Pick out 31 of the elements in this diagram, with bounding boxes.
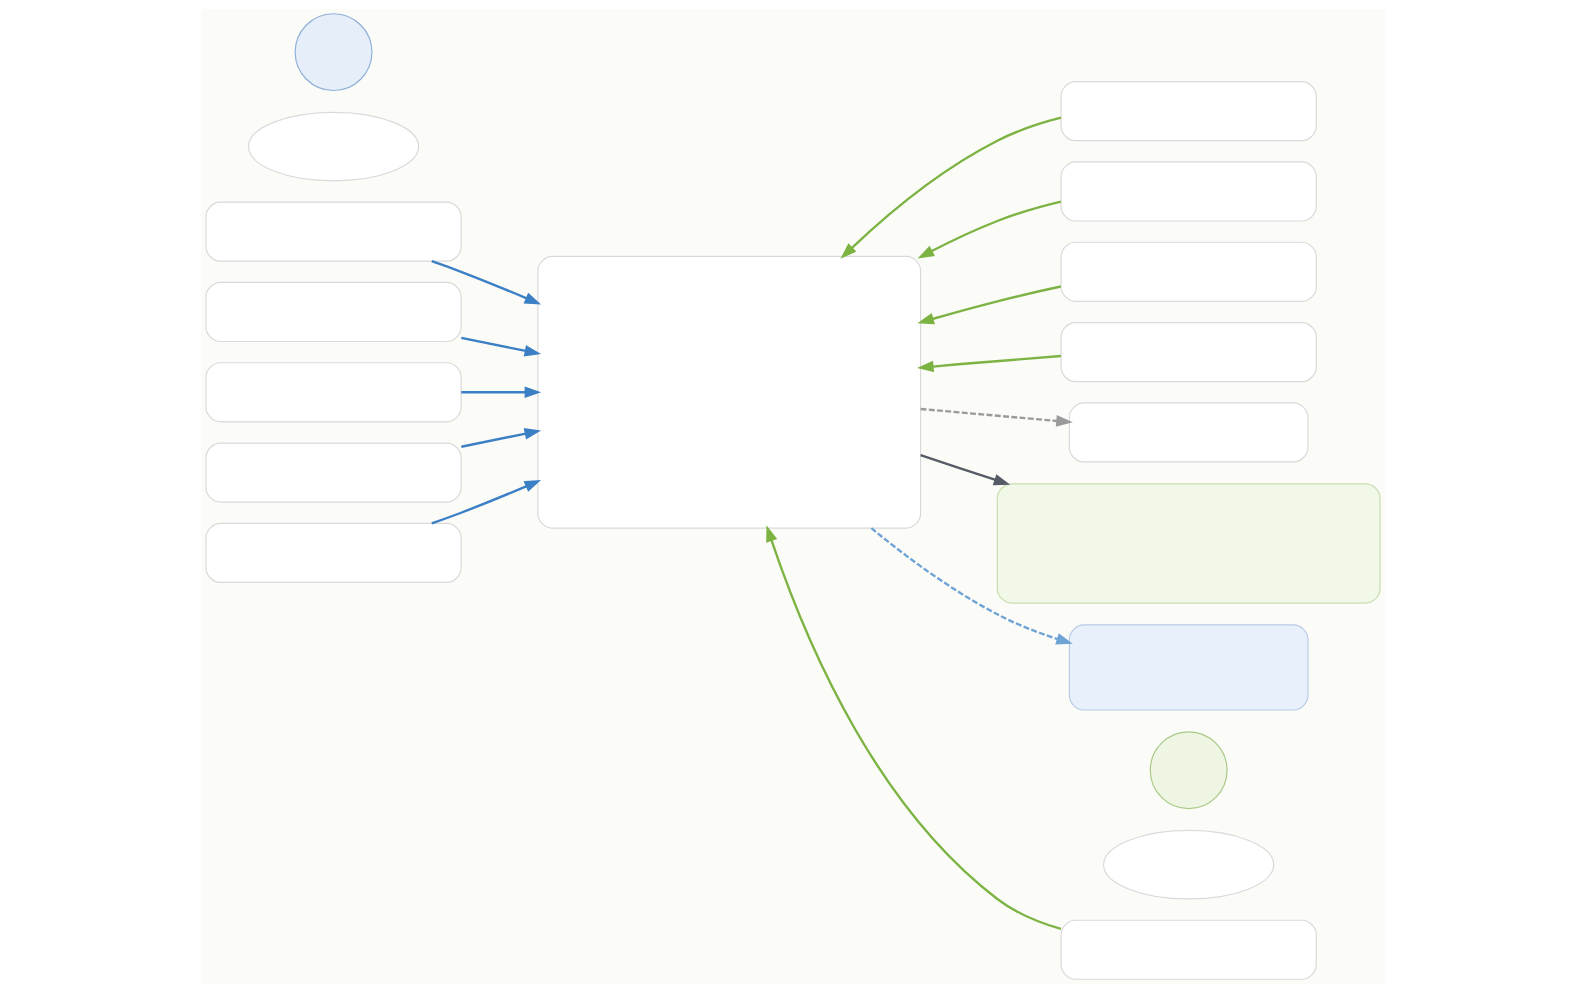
- node-box: [205, 441, 462, 503]
- arrow: [917, 284, 1062, 324]
- arrow: [766, 524, 1062, 930]
- arrow: [917, 354, 1061, 372]
- arrow: [461, 427, 542, 448]
- node-box: [1060, 241, 1317, 302]
- node-box: [205, 361, 462, 422]
- node-box: [205, 281, 462, 342]
- node-cloud: [247, 111, 420, 181]
- node-box: [1060, 919, 1317, 980]
- node-box: [537, 255, 922, 529]
- node-box: [1060, 321, 1317, 382]
- node-person: [1149, 730, 1228, 809]
- arrow: [917, 199, 1062, 259]
- node-cloud: [1103, 829, 1275, 900]
- node-box: [205, 522, 462, 583]
- node-box: [996, 482, 1381, 604]
- arrow: [431, 479, 542, 524]
- arrow: [840, 116, 1062, 259]
- node-person: [294, 12, 373, 91]
- node-box: [1068, 623, 1309, 711]
- node-box: [1060, 80, 1317, 141]
- arrow: [431, 259, 542, 305]
- arrow: [920, 453, 1011, 485]
- arrow: [461, 336, 542, 356]
- node-box: [1060, 160, 1317, 222]
- arrow: [870, 526, 1073, 644]
- node-box: [1068, 401, 1309, 463]
- node-box: [205, 201, 462, 262]
- arrow: [461, 385, 542, 398]
- arrow: [920, 407, 1073, 427]
